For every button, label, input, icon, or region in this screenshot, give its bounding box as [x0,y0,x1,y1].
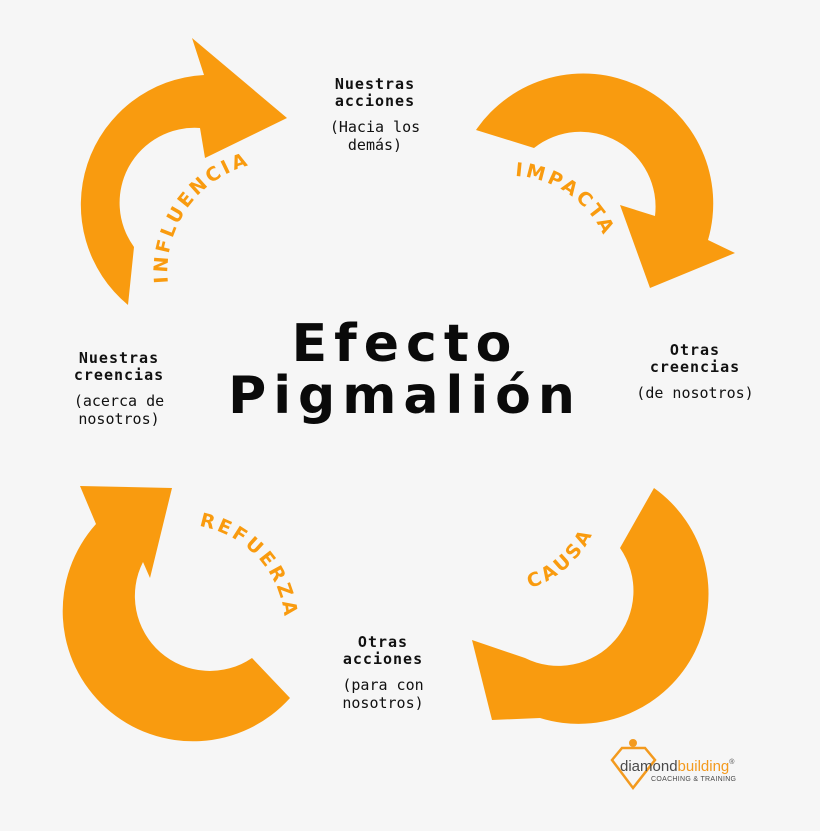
node-title: creencias [649,358,741,376]
svg-text:COACHING & TRAINING: COACHING & TRAINING [651,776,736,783]
node-subtitle: nosotros) [78,410,160,428]
node-otras-creencias: Otras creencias (de nosotros) [610,341,780,403]
diagram-title: Efecto Pigmalión [180,318,630,422]
node-subtitle: (acerca de [73,392,165,410]
diamondbuilding-logo: diamondbuilding® COACHING & TRAINING [610,739,736,791]
node-title: acciones [334,92,416,110]
arrow-label-influencia: INFLUENCIA [150,148,252,284]
node-subtitle: nosotros) [342,694,424,712]
node-subtitle: (Hacia los [329,118,421,136]
node-title: Otras [669,341,721,359]
node-title: Nuestras [78,349,160,367]
node-nuestras-creencias: Nuestras creencias (acerca de nosotros) [44,349,194,429]
node-nuestras-acciones: Nuestras acciones (Hacia los demás) [300,75,450,155]
diamond-icon [610,746,657,791]
node-title: Otras [357,633,409,651]
svg-text:diamondbuilding®: diamondbuilding® [620,758,735,775]
node-title: creencias [73,366,165,384]
arrow-top-left [80,38,287,305]
node-subtitle: (de nosotros) [636,384,754,402]
node-otras-acciones: Otras acciones (para con nosotros) [308,633,458,713]
arrow-bottom-left [62,486,290,742]
node-subtitle: (para con [342,676,424,694]
arrow-bottom-right [472,488,709,724]
arrow-top-right [476,73,735,288]
node-title: acciones [342,650,424,668]
arrow-label-causa: CAUSA [524,524,598,593]
arrow-label-impacta: IMPACTA [514,159,619,240]
arrow-label-refuerza: REFUERZA [198,509,302,620]
node-title: Nuestras [334,75,416,93]
title-line-2: Pigmalión [228,366,582,426]
node-subtitle: demás) [347,136,403,154]
title-line-1: Efecto [291,314,519,374]
person-dot-icon [629,739,637,747]
